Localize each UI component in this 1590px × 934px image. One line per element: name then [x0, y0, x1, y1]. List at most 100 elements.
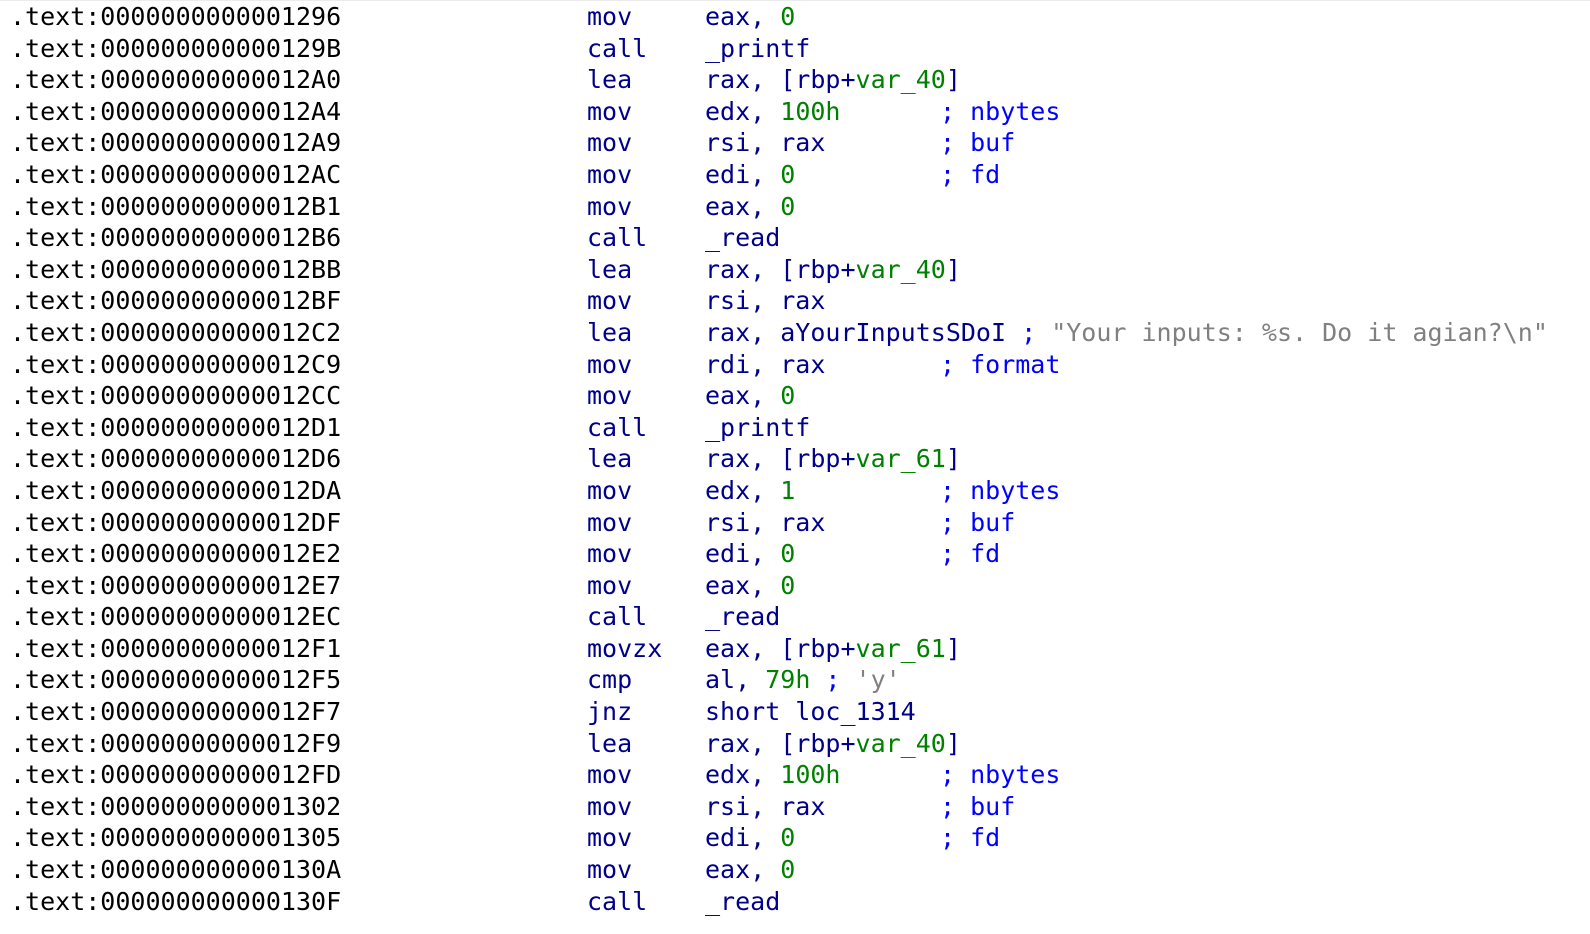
operands[interactable]: eax, 0 [705, 854, 795, 886]
operands[interactable]: edi, 0 [705, 538, 795, 570]
address[interactable]: .text:00000000000012F9 [10, 728, 342, 758]
address[interactable]: .text:00000000000012F7 [10, 697, 342, 727]
operands[interactable]: rax, [rbp+var_40] [705, 254, 961, 286]
operands[interactable]: rax, [rbp+var_40] [705, 64, 961, 96]
comment: ; buf [940, 128, 1016, 158]
address[interactable]: .text:00000000000012D1 [10, 412, 342, 442]
operands[interactable]: rax, [rbp+var_40] [705, 728, 961, 760]
mnemonic[interactable]: mov [587, 823, 633, 853]
address[interactable]: .text:00000000000012B6 [10, 223, 342, 253]
address[interactable]: .text:00000000000012DF [10, 507, 342, 537]
address[interactable]: .text:00000000000012D6 [10, 444, 342, 474]
operand-var: var_40 [855, 728, 946, 758]
comment: ; nbytes [940, 475, 1061, 505]
operands[interactable]: eax, 0 [705, 191, 795, 223]
operands[interactable]: rax, [rbp+var_61] [705, 443, 961, 475]
address[interactable]: .text:00000000000012E2 [10, 539, 342, 569]
operands[interactable]: edx, 100h [705, 96, 840, 128]
mnemonic[interactable]: mov [587, 791, 633, 821]
address[interactable]: .text:00000000000012CC [10, 381, 342, 411]
mnemonic[interactable]: call [587, 223, 648, 253]
address[interactable]: .text:0000000000001302 [10, 791, 342, 821]
address[interactable]: .text:00000000000012AC [10, 159, 342, 189]
address[interactable]: .text:00000000000012BB [10, 254, 342, 284]
operands[interactable]: _read [705, 886, 780, 918]
address[interactable]: .text:00000000000012FD [10, 760, 342, 790]
comment: ; fd [940, 539, 1001, 569]
mnemonic[interactable]: mov [587, 96, 633, 126]
operands[interactable]: edx, 1 [705, 475, 795, 507]
comment: ; fd [940, 159, 1001, 189]
operands[interactable]: eax, 0 [705, 570, 795, 602]
address[interactable]: .text:00000000000012DA [10, 475, 342, 505]
mnemonic[interactable]: mov [587, 475, 633, 505]
operands[interactable]: edi, 0 [705, 159, 795, 191]
address[interactable]: .text:000000000000130A [10, 855, 342, 885]
mnemonic[interactable]: mov [587, 159, 633, 189]
operands[interactable]: short loc_1314 [705, 696, 916, 728]
operand-reg: rdi, rax [705, 349, 826, 379]
address[interactable]: .text:00000000000012BF [10, 286, 342, 316]
address[interactable]: .text:0000000000001296 [10, 2, 342, 31]
address[interactable]: .text:00000000000012C2 [10, 317, 342, 347]
mnemonic[interactable]: lea [587, 728, 633, 758]
operands[interactable]: _printf [705, 412, 810, 444]
address[interactable]: .text:000000000000130F [10, 886, 342, 916]
address[interactable]: .text:000000000000129B [10, 33, 342, 63]
operands[interactable]: rdi, rax [705, 349, 825, 381]
address[interactable]: .text:00000000000012A0 [10, 65, 342, 95]
mnemonic[interactable]: mov [587, 2, 633, 31]
address[interactable]: .text:00000000000012A9 [10, 128, 342, 158]
operands[interactable]: rsi, rax [705, 285, 825, 317]
mnemonic[interactable]: call [587, 412, 648, 442]
address[interactable]: .text:00000000000012A4 [10, 96, 342, 126]
mnemonic[interactable]: mov [587, 349, 633, 379]
address[interactable]: .text:00000000000012F5 [10, 665, 342, 695]
operands[interactable]: eax, [rbp+var_61] [705, 633, 961, 665]
operands[interactable]: rsi, rax [705, 127, 825, 159]
operand-reg: eax, [rbp+ [705, 633, 856, 663]
operand-num: 0 [780, 539, 796, 569]
operand-num: 100h [780, 760, 841, 790]
mnemonic[interactable]: call [587, 33, 648, 63]
address[interactable]: .text:00000000000012B1 [10, 191, 342, 221]
operands[interactable]: _read [705, 222, 780, 254]
operands[interactable]: _printf [705, 33, 810, 65]
mnemonic[interactable]: mov [587, 570, 633, 600]
mnemonic[interactable]: lea [587, 254, 633, 284]
mnemonic[interactable]: mov [587, 507, 633, 537]
operands[interactable]: eax, 0 [705, 1, 795, 33]
mnemonic[interactable]: call [587, 886, 648, 916]
mnemonic[interactable]: movzx [587, 633, 663, 663]
mnemonic[interactable]: jnz [587, 697, 633, 727]
operand-num: 0 [780, 570, 796, 600]
address[interactable]: .text:00000000000012F1 [10, 633, 342, 663]
mnemonic[interactable]: lea [587, 65, 633, 95]
operand-reg: rax, [rbp+ [705, 65, 856, 95]
mnemonic[interactable]: lea [587, 317, 633, 347]
mnemonic[interactable]: mov [587, 381, 633, 411]
address[interactable]: .text:0000000000001305 [10, 823, 342, 853]
mnemonic[interactable]: cmp [587, 665, 633, 695]
operands[interactable]: edi, 0 [705, 822, 795, 854]
operand-num: 0 [780, 159, 796, 189]
mnemonic[interactable]: mov [587, 128, 633, 158]
operands[interactable]: rsi, rax [705, 507, 825, 539]
address[interactable]: .text:00000000000012C9 [10, 349, 342, 379]
operands[interactable]: eax, 0 [705, 380, 795, 412]
address[interactable]: .text:00000000000012E7 [10, 570, 342, 600]
operand-sym: short loc_1314 [705, 697, 916, 727]
operands[interactable]: rax, aYourInputsSDoI ; "Your inputs: %s.… [705, 317, 1548, 349]
address[interactable]: .text:00000000000012EC [10, 602, 342, 632]
operands[interactable]: al, 79h ; 'y' [705, 664, 901, 696]
mnemonic[interactable]: mov [587, 855, 633, 885]
mnemonic[interactable]: mov [587, 539, 633, 569]
operands[interactable]: _read [705, 601, 780, 633]
mnemonic[interactable]: mov [587, 286, 633, 316]
mnemonic[interactable]: mov [587, 191, 633, 221]
mnemonic[interactable]: call [587, 602, 648, 632]
mnemonic[interactable]: mov [587, 760, 633, 790]
operands[interactable]: rsi, rax [705, 791, 825, 823]
mnemonic[interactable]: lea [587, 444, 633, 474]
operands[interactable]: edx, 100h [705, 759, 840, 791]
